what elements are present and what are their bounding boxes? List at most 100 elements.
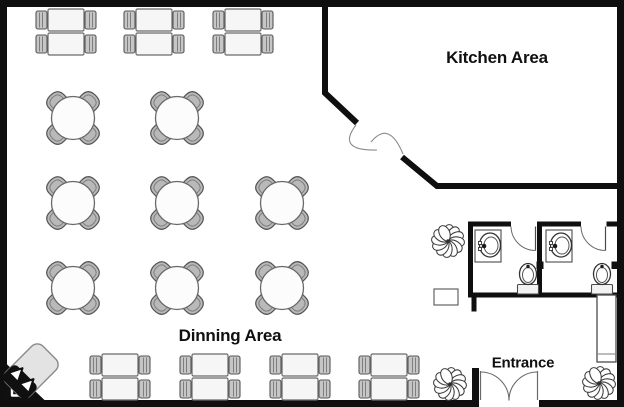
rect-table-group (123, 8, 185, 56)
plant-center (446, 239, 450, 243)
bathroom-wall-left (468, 221, 473, 298)
chair (138, 379, 151, 399)
chair (89, 379, 102, 399)
chair (172, 10, 185, 30)
chair (179, 379, 192, 399)
plant-center (597, 381, 601, 385)
furniture-layer (35, 8, 616, 401)
waiting-bench (596, 294, 617, 363)
round-table-group (150, 176, 204, 230)
round-table-group (46, 261, 100, 315)
rect-table (224, 8, 262, 32)
rect-table-group (269, 353, 331, 401)
chair (212, 10, 225, 30)
round-table (50, 180, 96, 226)
round-table (154, 265, 200, 311)
bathroom-wall-bottom (468, 292, 624, 298)
chair (358, 355, 371, 375)
toilet-tank (516, 283, 540, 295)
rect-table (191, 353, 229, 377)
chair (123, 34, 136, 54)
plant (433, 367, 467, 401)
chair (261, 34, 274, 54)
plant-center (448, 382, 452, 386)
paper-holder-1 (536, 261, 544, 269)
chair (138, 355, 151, 375)
kitchen-swing-door-arc-left (349, 124, 378, 151)
rect-table (191, 377, 229, 401)
round-table (259, 180, 305, 226)
rect-table (281, 377, 319, 401)
bathroom-stall (545, 226, 614, 295)
sink-faucet (552, 243, 558, 249)
entrance-door-arc-right (508, 371, 538, 401)
bathroom-wall-top-3 (606, 221, 624, 227)
chair (35, 10, 48, 30)
rect-table (224, 32, 262, 56)
rect-table-group (358, 353, 420, 401)
rect-table (370, 377, 408, 401)
chair (179, 355, 192, 375)
rect-table (370, 353, 408, 377)
entrance-label: Entrance (491, 354, 555, 372)
bathroom-walls (468, 221, 624, 312)
rect-table-group (212, 8, 274, 56)
dining-area-label: Dinning Area (178, 326, 282, 345)
corner-stage (2, 343, 59, 401)
rect-table-group (89, 353, 151, 401)
kitchen-swing-door-arc-right (370, 132, 404, 155)
chair (89, 355, 102, 375)
chair (228, 379, 241, 399)
round-table (50, 265, 96, 311)
wall-bottom-left-segment (0, 400, 479, 407)
bathroom-wall-top-1 (468, 221, 511, 227)
bathroom-door-arc (580, 226, 606, 251)
chair (35, 34, 48, 54)
kitchen-wall-upper (322, 4, 360, 126)
chair (358, 379, 371, 399)
wall-left (0, 0, 7, 407)
round-table (259, 265, 305, 311)
plant (582, 366, 616, 400)
chair (84, 10, 97, 30)
bathroom-stall (474, 226, 540, 295)
bathroom-wall-stub (471, 297, 477, 312)
toilet-tank (590, 283, 614, 295)
stage-chevron-1 (7, 367, 24, 383)
rect-table (135, 32, 173, 56)
bathroom-door-arc (510, 226, 536, 251)
plant-leaf (589, 367, 602, 385)
kitchen-walls (322, 4, 622, 189)
faucet-handle (549, 241, 553, 245)
plant (431, 224, 465, 258)
round-table-group (150, 261, 204, 315)
chair (228, 355, 241, 375)
toilet-hinge (600, 264, 604, 269)
round-table (50, 95, 96, 141)
toilet-hinge (526, 264, 530, 269)
sink-faucet (481, 243, 487, 249)
round-table (154, 180, 200, 226)
chair (172, 34, 185, 54)
round-table-group (255, 261, 309, 315)
rect-table-group (35, 8, 97, 56)
chair (407, 355, 420, 375)
entrance-doors (472, 368, 539, 401)
chair (261, 10, 274, 30)
chair (269, 379, 282, 399)
stage-chevron-2 (18, 378, 35, 394)
faucet-handle (478, 241, 482, 245)
rect-table-group (179, 353, 241, 401)
entrance-wall-stub (472, 368, 479, 400)
round-table-group (150, 91, 204, 145)
chair (84, 34, 97, 54)
side-table (433, 288, 459, 306)
paper-holder-2 (611, 261, 619, 269)
wall-top (0, 0, 624, 7)
round-table-group (46, 91, 100, 145)
wall-bottom-right-segment (539, 400, 624, 407)
faucet-handle (478, 247, 482, 251)
wall-right (617, 0, 624, 407)
chair (123, 10, 136, 30)
